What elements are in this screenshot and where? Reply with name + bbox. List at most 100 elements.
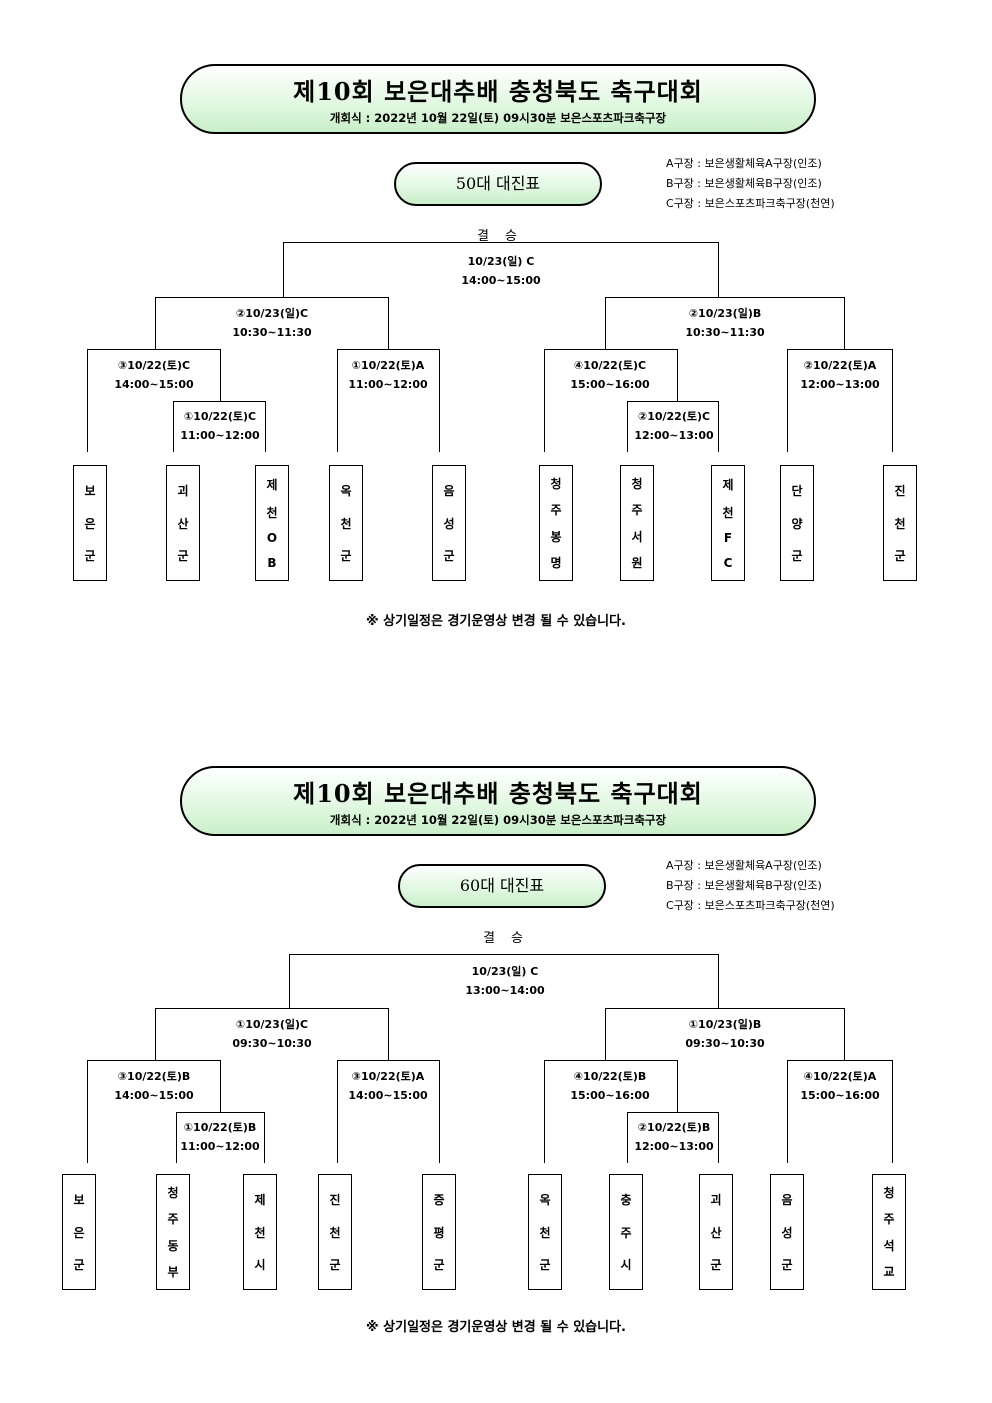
team-name-char: 제 <box>266 478 278 493</box>
qf3-info: ④10/22(토)C 15:00~16:00 <box>530 356 690 394</box>
team-name-char: C <box>723 555 733 570</box>
team-name-char: 군 <box>340 549 352 564</box>
team-name-char: 청 <box>631 477 643 492</box>
connector-line <box>337 349 338 452</box>
semi-right-date: ②10/23(일)B <box>688 307 762 320</box>
team-name-char: 주 <box>631 503 643 518</box>
semi-right-info: ①10/23(일)B 09:30~10:30 <box>645 1015 805 1053</box>
semi-right-time: 09:30~10:30 <box>685 1037 765 1050</box>
connector-line <box>439 1060 440 1163</box>
r1-right-connector <box>627 1112 719 1113</box>
qf2-date: ③10/22(토)A <box>351 1070 425 1083</box>
team-name-char: 군 <box>433 1258 445 1273</box>
team-name-char: 천 <box>894 516 906 531</box>
team-name-char: 제 <box>722 478 734 493</box>
team-name-char: 증 <box>433 1192 445 1207</box>
final-left-drop <box>283 242 284 297</box>
r1-left-date: ①10/22(토)B <box>183 1121 257 1134</box>
connector-line <box>439 349 440 452</box>
qf4-connector <box>787 1060 893 1061</box>
team-name-char: 산 <box>177 516 189 531</box>
semi-left-date: ②10/23(일)C <box>235 307 309 320</box>
venue-list: A구장 : 보은생활체육A구장(인조) B구장 : 보은생활체육B구장(인조) … <box>666 856 835 916</box>
team-name-char: 옥 <box>340 483 352 498</box>
semi-left-info: ②10/23(일)C 10:30~11:30 <box>192 304 352 342</box>
qf1-date: ③10/22(토)C <box>117 359 191 372</box>
team-name-char: 군 <box>791 549 803 564</box>
connector-line <box>627 401 628 452</box>
tournament-title: 제10회 보은대추배 충청북도 축구대회 <box>293 77 703 106</box>
qf1-time: 14:00~15:00 <box>114 1089 194 1102</box>
qf3-time: 15:00~16:00 <box>570 1089 650 1102</box>
qf2-info: ③10/22(토)A 14:00~15:00 <box>308 1067 468 1105</box>
bracket-title-50s: 50대 대진표 <box>394 162 602 206</box>
connector-line <box>265 401 266 452</box>
qf3-date: ④10/22(토)B <box>573 1070 647 1083</box>
team-name-char: O <box>266 531 278 546</box>
connector-line <box>787 349 788 452</box>
r1-right-connector <box>627 401 719 402</box>
tournament-title: 제10회 보은대추배 충청북도 축구대회 <box>293 779 703 808</box>
bracket-title-60s: 60대 대진표 <box>398 864 606 908</box>
team-name-char: 천 <box>329 1225 341 1240</box>
team-name-char: 성 <box>781 1225 793 1240</box>
team-name-char: 석 <box>883 1238 895 1253</box>
team-name-char: 서 <box>631 529 643 544</box>
connector-line <box>87 349 88 452</box>
semi-right-connector <box>605 297 845 298</box>
team-name-char: 산 <box>710 1225 722 1240</box>
connector-line <box>787 1060 788 1163</box>
team-name-char: 시 <box>254 1258 266 1273</box>
bracket-section-60s: 제10회 보은대추배 충청북도 축구대회 개회식 : 2022년 10월 22일… <box>0 702 992 1382</box>
qf3-time: 15:00~16:00 <box>570 378 650 391</box>
team-name-char: 평 <box>433 1225 445 1240</box>
team-name-char: 은 <box>84 516 96 531</box>
semi-right-date: ①10/23(일)B <box>688 1018 762 1031</box>
connector-line <box>173 401 174 452</box>
venue-c: C구장 : 보은스포츠파크축구장(천연) <box>666 197 835 210</box>
team-name-char: 군 <box>894 549 906 564</box>
r1-left-time: 11:00~12:00 <box>180 429 260 442</box>
team-name-char: 군 <box>84 549 96 564</box>
qf1-time: 14:00~15:00 <box>114 378 194 391</box>
connector-line <box>605 297 606 349</box>
team-name-char: F <box>723 531 733 546</box>
connector-line <box>844 1008 845 1060</box>
schedule-change-note: ※ 상기일정은 경기운영상 변경 될 수 있습니다. <box>365 1320 626 1335</box>
semi-right-connector <box>605 1008 845 1009</box>
team-name-char: 청 <box>167 1186 179 1201</box>
connector-line <box>544 1060 545 1163</box>
team-name-char: 시 <box>620 1258 632 1273</box>
connector-line <box>844 297 845 349</box>
r1-left-info: ①10/22(토)B 11:00~12:00 <box>140 1118 300 1156</box>
qf4-time: 15:00~16:00 <box>800 1089 880 1102</box>
final-time: 13:00~14:00 <box>465 984 545 997</box>
team-name-char: 음 <box>443 483 455 498</box>
semi-right-info: ②10/23(일)B 10:30~11:30 <box>645 304 805 342</box>
connector-line <box>892 1060 893 1163</box>
team-name-char: 양 <box>791 516 803 531</box>
semi-left-connector <box>155 1008 389 1009</box>
qf1-connector <box>87 349 221 350</box>
team-name-char: 군 <box>443 549 455 564</box>
team-name-char: 주 <box>883 1212 895 1227</box>
semi-left-connector <box>155 297 389 298</box>
team-name-char: 천 <box>254 1225 266 1240</box>
team-name-char: 군 <box>73 1258 85 1273</box>
r1-left-date: ①10/22(토)C <box>183 410 257 423</box>
team-name-char: 주 <box>550 503 562 518</box>
connector-line <box>264 1112 265 1163</box>
schedule-change-note: ※ 상기일정은 경기운영상 변경 될 수 있습니다. <box>365 614 626 629</box>
final-connector <box>283 242 719 243</box>
team-name-char: 군 <box>539 1258 551 1273</box>
opening-ceremony-info: 개회식 : 2022년 10월 22일(토) 09시30분 보은스포츠파크축구장 <box>329 111 667 125</box>
team-name-char: 옥 <box>539 1192 551 1207</box>
qf3-connector <box>544 349 678 350</box>
team-name-char: 제 <box>254 1192 266 1207</box>
